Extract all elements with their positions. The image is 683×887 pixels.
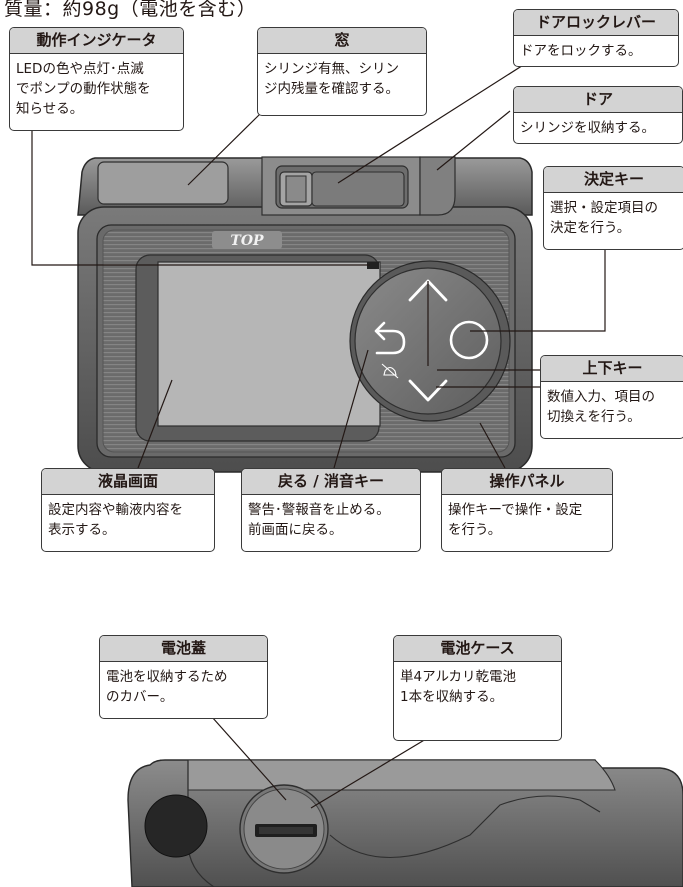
callout-line: 操作キーで操作・設定 [448,502,583,518]
callout-line: 1本を収納する。 [400,689,504,705]
callout-line: 数値入力、項目の [547,389,655,405]
callout-enter-key: 決定キー 選択・設定項目の 決定を行う。 [543,166,683,250]
logo-text: TOP [230,233,264,249]
callout-back-key: 戻る / 消音キー 警告･警報音を止める。 前画面に戻る。 [241,468,421,552]
callout-line: シリンジ有無、シリン [264,61,399,77]
callout-panel: 操作パネル 操作キーで操作・設定 を行う。 [441,468,613,552]
mute-icon [381,363,399,379]
page-heading: 質量：約98g（電池を含む） [4,0,257,20]
pump-bottom-view [127,759,683,887]
callout-window: 窓 シリンジ有無、シリン ジ内残量を確認する。 [257,27,427,116]
callout-door-lock: ドアロックレバー ドアをロックする。 [513,9,679,67]
callout-line: を行う。 [448,522,502,538]
callout-battery-cover: 電池蓋 電池を収納するため のカバー。 [99,635,268,719]
callout-line: 決定を行う。 [550,220,631,236]
lcd-screen [135,254,381,442]
callout-line: LEDの色や点灯･点滅 [16,61,144,77]
callout-line: 電池を収納するため [106,669,228,685]
callout-title: ドア [514,87,682,113]
callout-updown-key: 上下キー 数値入力、項目の 切換えを行う。 [540,355,683,439]
callout-line: 単4アルカリ乾電池 [400,669,517,685]
callout-line: のカバー。 [106,689,174,705]
callout-title: 電池ケース [394,636,561,662]
callout-line: でポンプの動作状態を [16,81,151,97]
callout-line: 設定内容や輸液内容を [48,502,183,518]
callout-line: ジ内残量を確認する。 [264,81,399,97]
callout-line: 知らせる。 [16,101,84,117]
callout-title: 電池蓋 [100,636,267,662]
callout-title: 決定キー [544,167,683,193]
callout-lcd: 液晶画面 設定内容や輸液内容を 表示する。 [41,468,215,552]
enter-key[interactable] [449,320,489,360]
battery-case-part [239,784,329,874]
callout-line: 切換えを行う。 [547,409,641,425]
leader-lines-lower [211,716,427,809]
callout-line: 前画面に戻る。 [248,522,343,538]
callout-title: 窓 [258,28,426,54]
callout-line: 表示する。 [48,522,116,538]
door-part [419,156,456,216]
callout-line: 警告･警報音を止める。 [248,502,390,518]
callout-title: 上下キー [541,356,683,382]
top-left-cap [97,161,229,205]
window-frame [261,156,421,216]
callout-title: ドアロックレバー [514,10,678,36]
callout-battery-case: 電池ケース 単4アルカリ乾電池 1本を収納する。 [393,635,562,741]
callout-indicator: 動作インジケータ LEDの色や点灯･点滅 でポンプの動作状態を 知らせる。 [9,27,184,131]
callout-line: ドアをロックする。 [520,43,642,59]
callout-title: 操作パネル [442,469,612,495]
callout-title: 液晶画面 [42,469,214,495]
callout-line: 選択・設定項目の [550,200,658,216]
top-logo: TOP [212,231,282,249]
callout-door: ドア シリンジを収納する。 [513,86,683,144]
callout-line: シリンジを収納する。 [520,120,655,136]
back-key[interactable] [374,321,406,355]
leader-lines [31,61,606,469]
callout-title: 戻る / 消音キー [242,469,420,495]
callout-title: 動作インジケータ [10,28,183,54]
